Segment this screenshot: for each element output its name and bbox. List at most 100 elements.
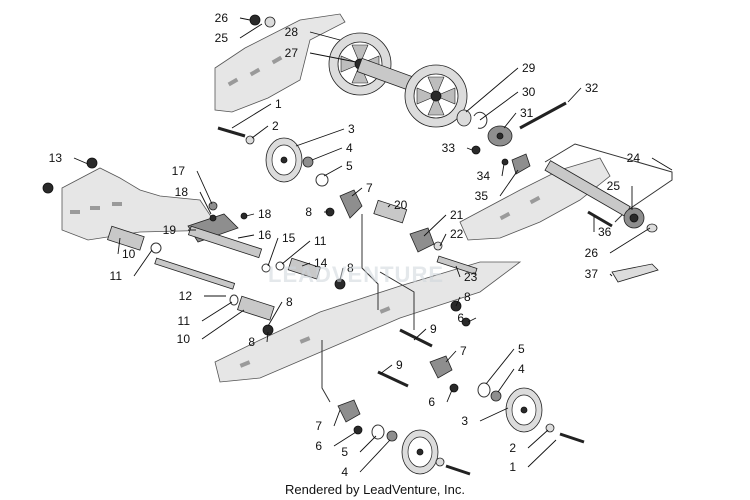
callout-number-36: 36: [598, 225, 612, 239]
spacer-5-upper: [315, 173, 329, 187]
nut-13-a: [86, 157, 98, 169]
callout-number-27: 27: [285, 46, 299, 60]
washer-15: [261, 263, 271, 273]
hub-31: [487, 125, 513, 147]
callout-leader-line: [199, 191, 212, 215]
callout-leader-line: [445, 350, 457, 363]
callout-number-8: 8: [464, 290, 471, 304]
nut-26-top: [249, 14, 261, 26]
callout-number-1: 1: [275, 97, 282, 111]
sprocket-25: [623, 207, 645, 229]
callout-number-4: 4: [518, 362, 525, 376]
callout-leader-line: [423, 214, 447, 237]
callout-number-20: 20: [394, 198, 408, 212]
shaft-16: [187, 225, 263, 259]
callout-leader-line: [281, 240, 311, 265]
cap-26: [646, 223, 658, 233]
callout-number-7: 7: [315, 419, 322, 433]
nut-33: [471, 145, 481, 155]
callout-number-5: 5: [341, 445, 348, 459]
callout-number-5: 5: [518, 342, 525, 356]
callout-leader-line: [466, 147, 473, 151]
callout-leader-line: [501, 163, 505, 177]
nut-6-right: [461, 317, 471, 327]
pin-23: [436, 255, 478, 275]
callout-number-6: 6: [457, 311, 464, 325]
callout-number-34: 34: [477, 169, 491, 183]
callout-number-31: 31: [520, 106, 534, 120]
callout-leader-line: [359, 435, 377, 453]
callout-number-8: 8: [286, 295, 293, 309]
callout-number-24: 24: [627, 151, 641, 165]
callout-leader-line: [479, 91, 519, 121]
callout-number-21: 21: [450, 208, 464, 222]
callout-leader-line: [455, 296, 461, 307]
callout-number-22: 22: [450, 227, 464, 241]
callout-leader-line: [239, 17, 251, 21]
callout-leader-line: [237, 234, 255, 239]
callout-leader-line: [73, 157, 89, 165]
washer-11-b: [229, 294, 239, 306]
callout-leader-line: [309, 31, 341, 41]
upper-rail: [214, 13, 346, 113]
washer-25-top: [264, 16, 276, 28]
bearing-4-lower: [386, 430, 398, 442]
bearing-4-upper: [302, 156, 314, 168]
callout-leader-line: [503, 112, 517, 129]
washer-11-c: [275, 261, 285, 271]
callout-number-1: 1: [509, 460, 516, 474]
idler-wheel-28-rear: [404, 64, 468, 128]
bracket-35: [511, 153, 531, 175]
spacer-5-lower: [371, 424, 385, 440]
callout-number-11: 11: [314, 234, 327, 248]
bolt-1-right: [559, 432, 585, 444]
callout-leader-line: [439, 233, 447, 247]
callout-number-25: 25: [215, 31, 229, 45]
wheel-3-upper: [265, 137, 303, 183]
callout-number-11: 11: [178, 314, 191, 328]
callout-leader-line: [333, 431, 357, 447]
callout-number-6: 6: [428, 395, 435, 409]
callout-number-19: 19: [163, 223, 177, 237]
callout-leader-line: [231, 103, 272, 129]
callout-number-16: 16: [258, 228, 272, 242]
callout-leader-line: [245, 213, 255, 217]
block-21: [409, 227, 435, 253]
callout-leader-line: [455, 265, 461, 278]
washer-2-lower: [435, 457, 445, 467]
callout-number-5: 5: [346, 159, 353, 173]
callout-number-25: 25: [607, 179, 621, 193]
callout-leader-line: [609, 273, 613, 277]
bearing-4-right: [490, 390, 502, 402]
callout-leader-line: [117, 237, 121, 255]
callout-number-26: 26: [215, 11, 229, 25]
wheel-3-right: [505, 387, 543, 433]
callout-leader-line: [201, 301, 233, 322]
callout-leader-line: [311, 147, 343, 161]
callout-leader-line: [446, 389, 453, 403]
bolt-1-lower: [445, 464, 471, 476]
bolt-17: [208, 201, 218, 211]
bushing-20: [373, 199, 408, 224]
callout-leader-line: [359, 439, 391, 473]
callout-number-30: 30: [522, 85, 536, 99]
callout-leader-line: [267, 301, 283, 327]
callout-leader-line: [133, 249, 153, 277]
callout-number-35: 35: [475, 189, 489, 203]
callout-leader-line: [527, 439, 557, 468]
callout-leader-line: [301, 262, 311, 267]
nut-13-b: [42, 182, 54, 194]
callout-number-9: 9: [396, 358, 403, 372]
callout-leader-line: [465, 67, 519, 113]
callout-number-7: 7: [460, 344, 467, 358]
lower-rail: [214, 261, 522, 383]
callout-leader-line: [267, 237, 279, 267]
callout-leader-line: [527, 429, 549, 449]
spacer-5-right: [477, 382, 491, 398]
link-7-upper: [339, 189, 363, 219]
callout-leader-line: [387, 204, 391, 208]
callout-number-37: 37: [585, 267, 599, 281]
link-7-lower: [337, 399, 361, 423]
